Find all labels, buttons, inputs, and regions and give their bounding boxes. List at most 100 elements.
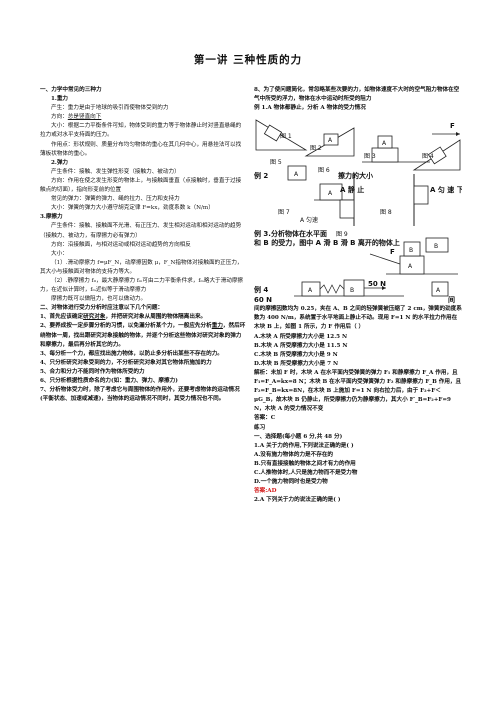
note-1-c: ，并把研究对象从周围的物体隔离出来。 — [105, 314, 207, 321]
option-a: A.木块 A 所受摩擦力大小是 12.5 N — [254, 333, 348, 340]
figure-area: 图 1 A 图 2 A 图 3 — [254, 114, 462, 304]
example-3-text-2: 和 B 的受力，图中 A 滑 B 滑 B 离开的物体上 — [254, 238, 400, 247]
gravity-heading: 1.重力 — [51, 96, 69, 103]
note-3: 3、每分析一个力，都应找出施力物体，以防止多分析出某些不存在的力。 — [40, 350, 223, 357]
note-2-b: 重力 — [211, 323, 223, 330]
friction-sliding: （1）.滑动摩擦力 f=μF_N，动摩擦因数 μ，F_N指物体对接触面的正压力，… — [40, 259, 243, 275]
fig5-block-label: A — [294, 171, 299, 178]
elastic-heading: 2.弹力 — [51, 159, 69, 166]
fig9-label: 图 9 — [336, 231, 348, 238]
fig1-label: 图 1 — [280, 133, 292, 140]
fig2-block — [323, 133, 339, 146]
answer: 答案：C — [254, 415, 276, 422]
fig9-label-b: B — [409, 247, 413, 254]
fig3-block-b — [371, 147, 399, 163]
fig9-force-label: F — [390, 248, 395, 256]
right-column: 8、为了使问题简化，常忽略某些次要的力，如物体速度不大时的空气阻力物体在空气中所… — [254, 86, 462, 505]
left-column: 一、力学中常见的三种力 1.重力 产生：重力是由于地球的吸引而使物体受到的力 方… — [40, 86, 246, 404]
gravity-direction-label: 方向： — [51, 114, 68, 121]
figure-1: 图 1 — [255, 119, 308, 151]
friction-heading: 3.摩擦力 — [40, 214, 63, 221]
fig4-force-arrow — [456, 132, 460, 137]
fig1-incline — [255, 119, 308, 151]
fig4-force-label: F — [450, 122, 455, 130]
fig3-label-a: A — [382, 140, 387, 147]
note-8: 8、为了使问题简化，常忽略某些次要的力，如物体速度不大时的空气阻力物体在空气中所… — [254, 87, 460, 103]
note-7: 7、分析物体受力时，除了考虑它与周围物体的作用外，还要考虑物体的运动情况(平衡状… — [40, 387, 240, 403]
note-1-b: 研究对象 — [83, 314, 106, 321]
fig6-label: 图 6 — [318, 167, 330, 174]
elastic-types: 常见的弹力：弹簧的弹力、绳的拉力、压力和支持力 — [51, 196, 180, 203]
elastic-magnitude: 大小：弹簧的弹力大小遵守胡克定律 F=kx，劲度系数 k（N/m） — [51, 205, 214, 212]
ex4-label-a: A — [308, 287, 313, 294]
friction-condition: 产生条件：接触、接触面不光滑、有正压力、发生相对运动和相对运动的趋势（接触力、被… — [40, 223, 242, 239]
figure-8: 图 8 A 匀 速 下 滑 — [380, 174, 462, 227]
note-5: 5、合力和分力不能同时作为物体所受的力 — [40, 368, 145, 375]
section-heading-1: 一、力学中常见的三种力 — [40, 87, 102, 93]
friction-role: 摩擦力既可以做阻力，也可以做动力。 — [51, 296, 147, 303]
fig2-label: 图 2 — [310, 145, 322, 152]
gravity-origin: 产生：重力是由于地球的吸引而使物体受到的力 — [51, 105, 169, 112]
note-1-a: 1、首先应该确定 — [40, 314, 84, 321]
fig9-label-b2: B — [434, 243, 438, 250]
fig6-block-label: A — [328, 190, 333, 197]
ex4-spring — [319, 284, 345, 295]
note-2: 2、要养成按一定步骤分析的习惯，以免漏分析某个力，一般应先分析重力，然后环绕物体… — [40, 322, 246, 349]
note-4: 4、只分析研究对象受到的力，不分析研究对象对其它物体所施加的力 — [40, 359, 212, 366]
figure-9: 例 3.分析物体在水平面 和 B 的受力，图中 A 滑 B 滑 B 离开的物体上… — [254, 229, 458, 275]
section-heading-2: 二、对物体进行受力分析时应注意以下几个问题： — [40, 305, 164, 312]
gravity-direction: 方向：总是竖直向下 — [40, 113, 246, 122]
fig3-label: 图 3 — [364, 153, 376, 160]
figure-2: A 图 2 — [304, 127, 355, 157]
fig1-block — [263, 124, 283, 142]
figure-7: 图 7 A 匀速 A 静 止 — [278, 174, 364, 227]
note-1: 1、首先应该确定研究对象，并把研究对象从周围的物体隔离出来。 — [40, 313, 246, 322]
elastic-condition: 产生条件：接触、发生弹性形变（接触力、被动力） — [51, 168, 180, 175]
question-1-a: A.没有施力物体的力是不存在的 — [254, 451, 334, 458]
gravity-center: 作用点：形状规则、质量分布均匀物体的重心在其几何中心，用悬挂法可以找薄板状物体的… — [40, 141, 242, 157]
question-1: 1.A 关于力的作用,下列说法正确的是( ) — [254, 442, 354, 449]
fig9-block-b — [403, 241, 421, 257]
figure-5: A 图 5 例 2 擦力的大小 — [254, 159, 373, 181]
note-2-a: 2、要养成按一定步骤分析的习惯，以免漏分析某个力，一般应先分析 — [40, 323, 212, 330]
fig2-block-label: A — [328, 137, 333, 144]
question-2: 2.A 下列关于力的说法正确的是( ) — [254, 497, 341, 504]
fig5-label: 图 5 — [270, 159, 282, 166]
answer-1: 答案:AD — [254, 488, 277, 495]
friction-magnitude: 大小： — [51, 250, 68, 257]
ex4-water: 间 — [448, 295, 455, 304]
fig8-label: 图 8 — [380, 209, 392, 216]
fig7-uniform: A 匀速 — [300, 216, 318, 224]
option-c: C.木块 B 所受摩擦力大小是 9 N — [254, 351, 338, 358]
fig4-label: 图 4 — [422, 153, 434, 160]
question-1-c: C.人推物体时,人只是施力物而不是受力物 — [254, 469, 358, 476]
elastic-direction: 方向：作用在使之发生形变的物体上，与接触面垂直（点接触时，垂直于过接触点的切面）… — [40, 177, 242, 194]
fig9-label-a: A — [408, 263, 413, 270]
fig7-state: A 静 止 — [340, 185, 364, 194]
fig9-force-line — [369, 253, 401, 265]
fig4-block — [427, 146, 447, 165]
ex4-force-60: 60 N — [254, 296, 272, 304]
question-1-b: B.只有直接接触的物体之间才有力的作用 — [254, 460, 356, 467]
ex4-label-b: B — [350, 287, 354, 294]
ex4-force-50: 50 N — [368, 280, 386, 288]
gravity-magnitude: 大小：根据二力平衡条件可知，物体受到的重力等于物体静止时对竖直悬绳的拉力或对水平… — [40, 123, 242, 139]
friction-static: （2）.静摩擦力 f₀，最大静摩擦力 fₘ可由二力平衡条件求，fₘ略大于滑动摩擦… — [40, 277, 244, 294]
page-title: 第一讲 三种性质的力 — [193, 54, 303, 66]
ex4-side-block — [431, 281, 449, 297]
example-1: 例 1.A 物体都静止，分析 A 物体的受力情况 — [254, 105, 366, 112]
fig6-block — [319, 183, 343, 201]
figure-example-4: A B 例 4 60 N 50 N A 间 — [254, 279, 455, 304]
note-6: 6、只分析根据性质命名的力(如：重力、弹力、摩擦力) — [40, 378, 178, 384]
fig8-block — [413, 185, 429, 205]
example-3-text: 例 3.分析物体在水平面 — [254, 229, 327, 238]
example-2-prefix: 例 2 — [254, 171, 268, 180]
ex4-force-arrow — [382, 286, 386, 291]
friction-direction: 方向：沿接触面，与相对运动或相对运动趋势的方向相反 — [51, 241, 191, 248]
fig5-block — [287, 165, 307, 181]
question-section-heading: 一、选择题(每小题 6 分,共 48 分) — [254, 433, 343, 440]
note-2-c: ，然后环绕物体一周，找出跟研究对象接触的物体，并逐个分析这些物体对研究对象的弹力… — [40, 323, 246, 348]
question-1-d: D.一个施力物同时也是受力物 — [254, 479, 328, 486]
ex4-side-label: A — [436, 287, 441, 294]
fig3-block-a — [377, 135, 393, 149]
